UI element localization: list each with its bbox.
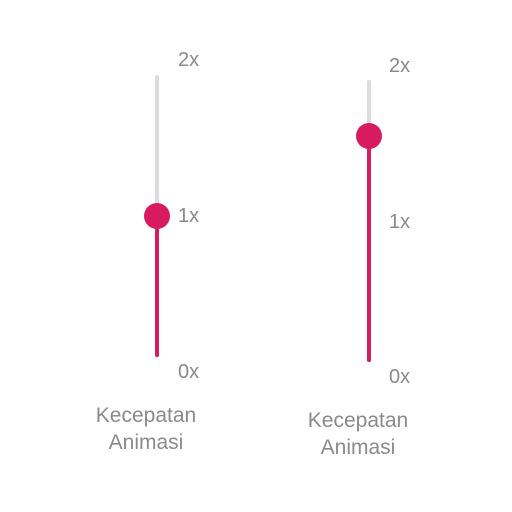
- caption-line-2: Animasi: [320, 436, 396, 459]
- slider-track-fill: [155, 216, 159, 357]
- tick-label-mid: 1x: [178, 205, 200, 227]
- tick-label-max: 2x: [178, 49, 200, 71]
- caption-line-1: Kecepatan: [307, 409, 409, 432]
- slider-caption: Kecepatan Animasi: [66, 402, 226, 456]
- tick-label-max: 2x: [389, 55, 411, 77]
- slider-thumb[interactable]: [144, 203, 170, 229]
- caption-line-1: Kecepatan: [95, 404, 197, 427]
- slider-caption: Kecepatan Animasi: [278, 407, 438, 461]
- slider-track-fill: [367, 136, 371, 362]
- slider-thumb[interactable]: [356, 123, 382, 150]
- tick-label-min: 0x: [178, 361, 200, 383]
- caption-line-2: Animasi: [108, 431, 184, 454]
- tick-label-mid: 1x: [389, 211, 411, 233]
- tick-label-min: 0x: [389, 366, 411, 388]
